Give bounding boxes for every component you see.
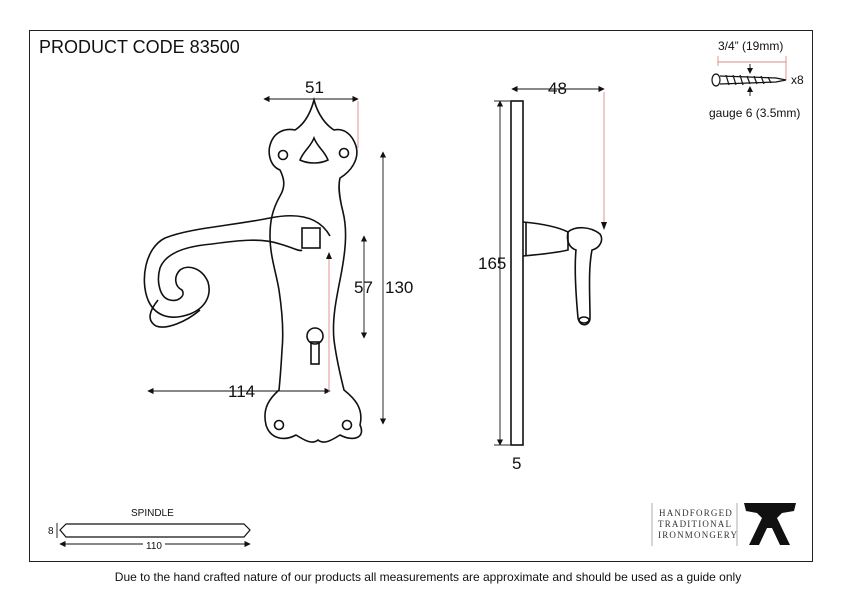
- lever-handle: [143, 214, 331, 328]
- disclaimer-text: Due to the hand crafted nature of our pr…: [114, 570, 742, 584]
- brand-line2: TRADITIONAL: [658, 519, 732, 529]
- screw-gauge-label: gauge 6 (3.5mm): [709, 106, 800, 120]
- spindle-size: 8: [48, 526, 54, 537]
- spindle-bar: [59, 523, 251, 538]
- product-code-title: PRODUCT CODE 83500: [39, 37, 240, 57]
- drawing-border: [29, 30, 813, 562]
- dim-side-projection: 48: [548, 79, 567, 98]
- front-dimensions: [147, 95, 387, 425]
- side-dimensions: [494, 85, 605, 446]
- side-view: [510, 100, 603, 446]
- screw-length-label: 3/4” (19mm): [718, 39, 783, 53]
- spindle-label: SPINDLE: [131, 508, 174, 519]
- brand-line3: IRONMONGERY: [658, 530, 738, 540]
- dim-centres: 57: [354, 278, 373, 297]
- anvil-icon: [744, 503, 796, 545]
- backplate-front-view: [264, 96, 363, 443]
- dim-plate-height: 130: [385, 278, 413, 297]
- brand-line1: HANDFORGED: [659, 508, 733, 518]
- dim-side-height: 165: [478, 254, 506, 273]
- spindle-detail: SPINDLE 8 110: [48, 508, 251, 552]
- brand-logo: HANDFORGED TRADITIONAL IRONMONGERY: [651, 503, 796, 546]
- spindle-length: 110: [146, 541, 162, 552]
- side-arrowhead: [601, 222, 607, 230]
- dim-lever-projection: 114: [228, 382, 255, 401]
- red-guides-front: [328, 101, 359, 392]
- screw-icon: [711, 73, 787, 87]
- centre-arrowhead: [326, 252, 332, 259]
- screw-quantity: x8: [791, 73, 804, 87]
- screw-detail: 3/4” (19mm) x8 gauge 6 (3.5mm): [709, 39, 804, 120]
- dim-plate-width: 51: [305, 78, 324, 97]
- dim-plate-thickness: 5: [512, 454, 521, 473]
